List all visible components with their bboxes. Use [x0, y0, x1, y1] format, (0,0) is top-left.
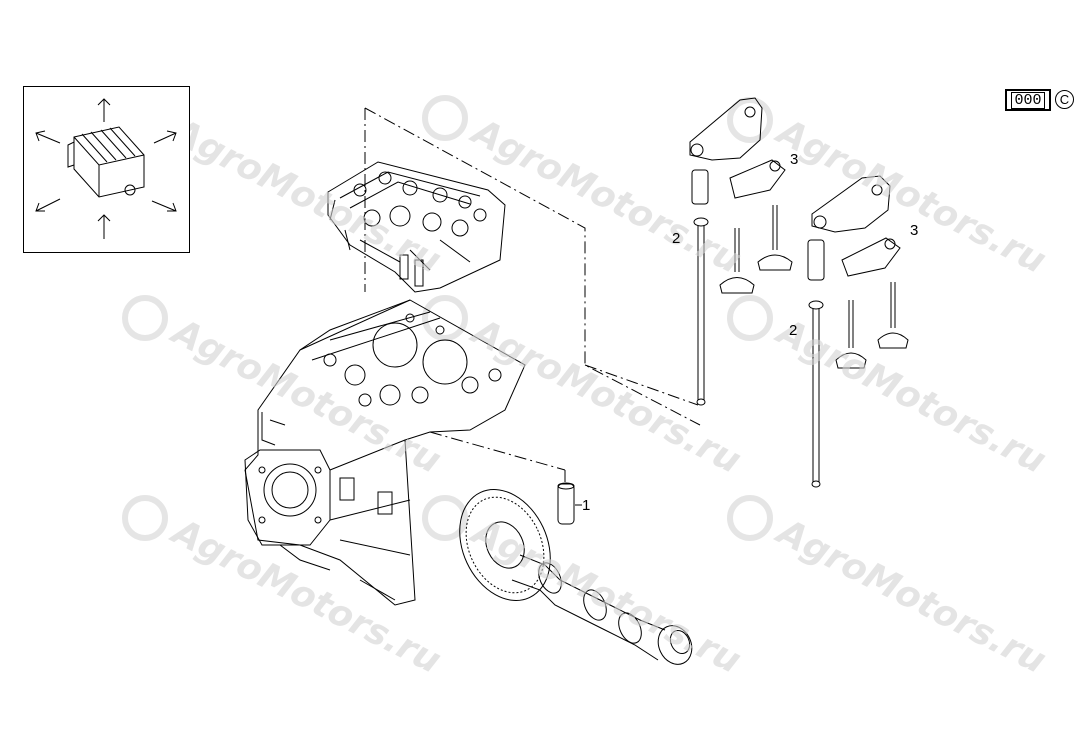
engine-orientation-icon	[35, 98, 177, 239]
watermark-text: AgroMotors.ru	[163, 110, 447, 282]
orientation-inset	[23, 86, 190, 253]
watermark-text: AgroMotors.ru	[163, 310, 447, 482]
reference-code: 000	[1011, 91, 1045, 109]
watermark-text: AgroMotors.ru	[768, 310, 1052, 482]
watermark-texts: AgroMotors.ru AgroMotors.ru AgroMotors.r…	[163, 110, 1052, 682]
engine-block	[244, 299, 526, 606]
callout-tappet: 1	[582, 497, 591, 514]
push-rod-left-part	[693, 217, 709, 406]
cylinder-head	[327, 161, 506, 293]
callout-push-rod-right: 2	[789, 322, 798, 339]
watermark-text: AgroMotors.ru	[768, 110, 1052, 282]
push-rod-right-part	[808, 300, 824, 488]
camshaft	[459, 489, 693, 665]
watermark-text: AgroMotors.ru	[163, 510, 447, 682]
callout-rocker-right: 3	[910, 222, 919, 239]
callout-rocker-left: 3	[790, 151, 799, 168]
copyright-icon: C	[1055, 90, 1074, 109]
watermark-text: AgroMotors.ru	[768, 510, 1052, 682]
tappet	[557, 482, 575, 525]
callout-push-rod-left: 2	[672, 230, 681, 247]
rocker-assembly-right	[807, 175, 909, 369]
rocker-assembly-left	[689, 97, 793, 294]
watermark-text: AgroMotors.ru	[463, 110, 747, 282]
reference-code-box: 000	[1005, 89, 1051, 111]
watermark-text: AgroMotors.ru	[463, 510, 747, 682]
watermark-text: AgroMotors.ru	[463, 310, 747, 482]
